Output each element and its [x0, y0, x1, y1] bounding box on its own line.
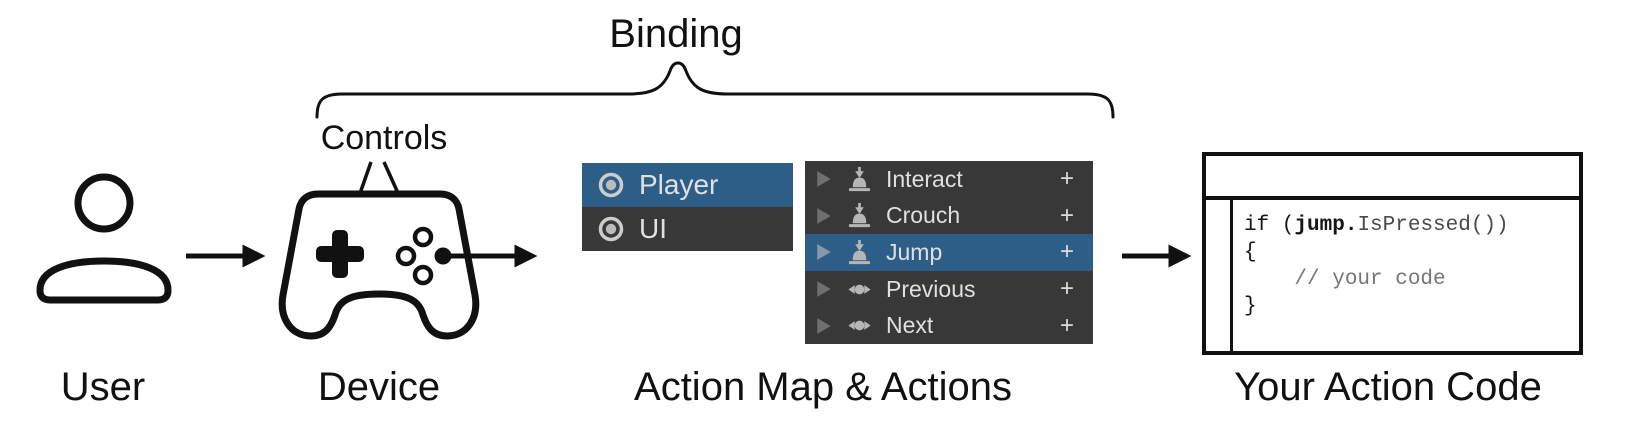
code-text-plain: if (	[1244, 214, 1295, 237]
action-label: Crouch	[886, 202, 961, 229]
code-text-action-variable: jump.	[1294, 214, 1358, 237]
foldout-triangle-icon[interactable]	[816, 243, 832, 261]
code-snippet: if (jump.IsPressed()) { // your code }	[1244, 212, 1509, 320]
actions-panel: Interact + Crouch + Jump +	[805, 161, 1093, 344]
action-row-previous[interactable]: Previous +	[805, 271, 1093, 308]
foldout-triangle-icon[interactable]	[816, 170, 832, 188]
add-binding-button[interactable]: +	[1059, 275, 1074, 303]
face-buttons-icon	[395, 226, 452, 286]
add-binding-button[interactable]: +	[1059, 311, 1074, 339]
action-map-row-ui[interactable]: UI	[582, 207, 793, 251]
code-window: if (jump.IsPressed()) { // your code }	[1202, 152, 1583, 355]
action-map-icon	[598, 172, 624, 198]
foldout-triangle-icon[interactable]	[816, 317, 832, 335]
binding-brace-icon	[315, 61, 1115, 119]
button-action-icon	[848, 166, 871, 191]
add-binding-button[interactable]: +	[1059, 165, 1074, 193]
foldout-triangle-icon[interactable]	[816, 207, 832, 225]
stage-label-user: User	[60, 365, 146, 409]
axis-action-icon	[848, 320, 871, 331]
axis-action-icon	[848, 284, 871, 294]
stage-label-action-map: Action Map & Actions	[634, 365, 1012, 409]
button-action-icon	[848, 239, 871, 265]
action-map-icon	[598, 216, 624, 242]
action-row-interact[interactable]: Interact +	[805, 161, 1093, 198]
code-window-body: if (jump.IsPressed()) { // your code }	[1206, 200, 1579, 355]
action-row-next[interactable]: Next +	[805, 307, 1093, 344]
stage-label-action-code: Your Action Code	[1234, 365, 1542, 409]
add-binding-button[interactable]: +	[1059, 238, 1074, 266]
code-line-4: }	[1244, 295, 1257, 318]
binding-label: Binding	[609, 12, 743, 56]
code-line-1: if (jump.IsPressed())	[1244, 212, 1509, 239]
action-label: Previous	[886, 275, 976, 302]
button-action-icon	[848, 203, 871, 228]
action-map-panel: Player UI	[582, 163, 793, 251]
code-line-3: // your code	[1244, 268, 1446, 291]
controls-label: Controls	[320, 119, 448, 157]
controls-arrows-icon	[350, 161, 409, 215]
code-text-method: IsPressed())	[1357, 214, 1509, 237]
add-binding-button[interactable]: +	[1059, 201, 1074, 229]
action-row-jump[interactable]: Jump +	[805, 234, 1093, 271]
code-gutter-divider	[1230, 200, 1233, 355]
stage-label-device: Device	[317, 365, 441, 409]
action-label: Next	[886, 312, 934, 339]
action-map-label: Player	[639, 169, 719, 200]
gamepad-icon	[278, 190, 480, 340]
action-map-label: UI	[639, 213, 667, 244]
action-map-row-player[interactable]: Player	[582, 163, 793, 207]
code-window-header	[1206, 156, 1579, 200]
action-label: Jump	[886, 238, 943, 265]
action-row-crouch[interactable]: Crouch +	[805, 198, 1093, 235]
user-person-icon	[36, 173, 172, 304]
action-label: Interact	[886, 165, 963, 192]
dpad-icon	[316, 230, 364, 278]
code-line-2: {	[1244, 241, 1257, 264]
foldout-triangle-icon[interactable]	[816, 280, 832, 298]
